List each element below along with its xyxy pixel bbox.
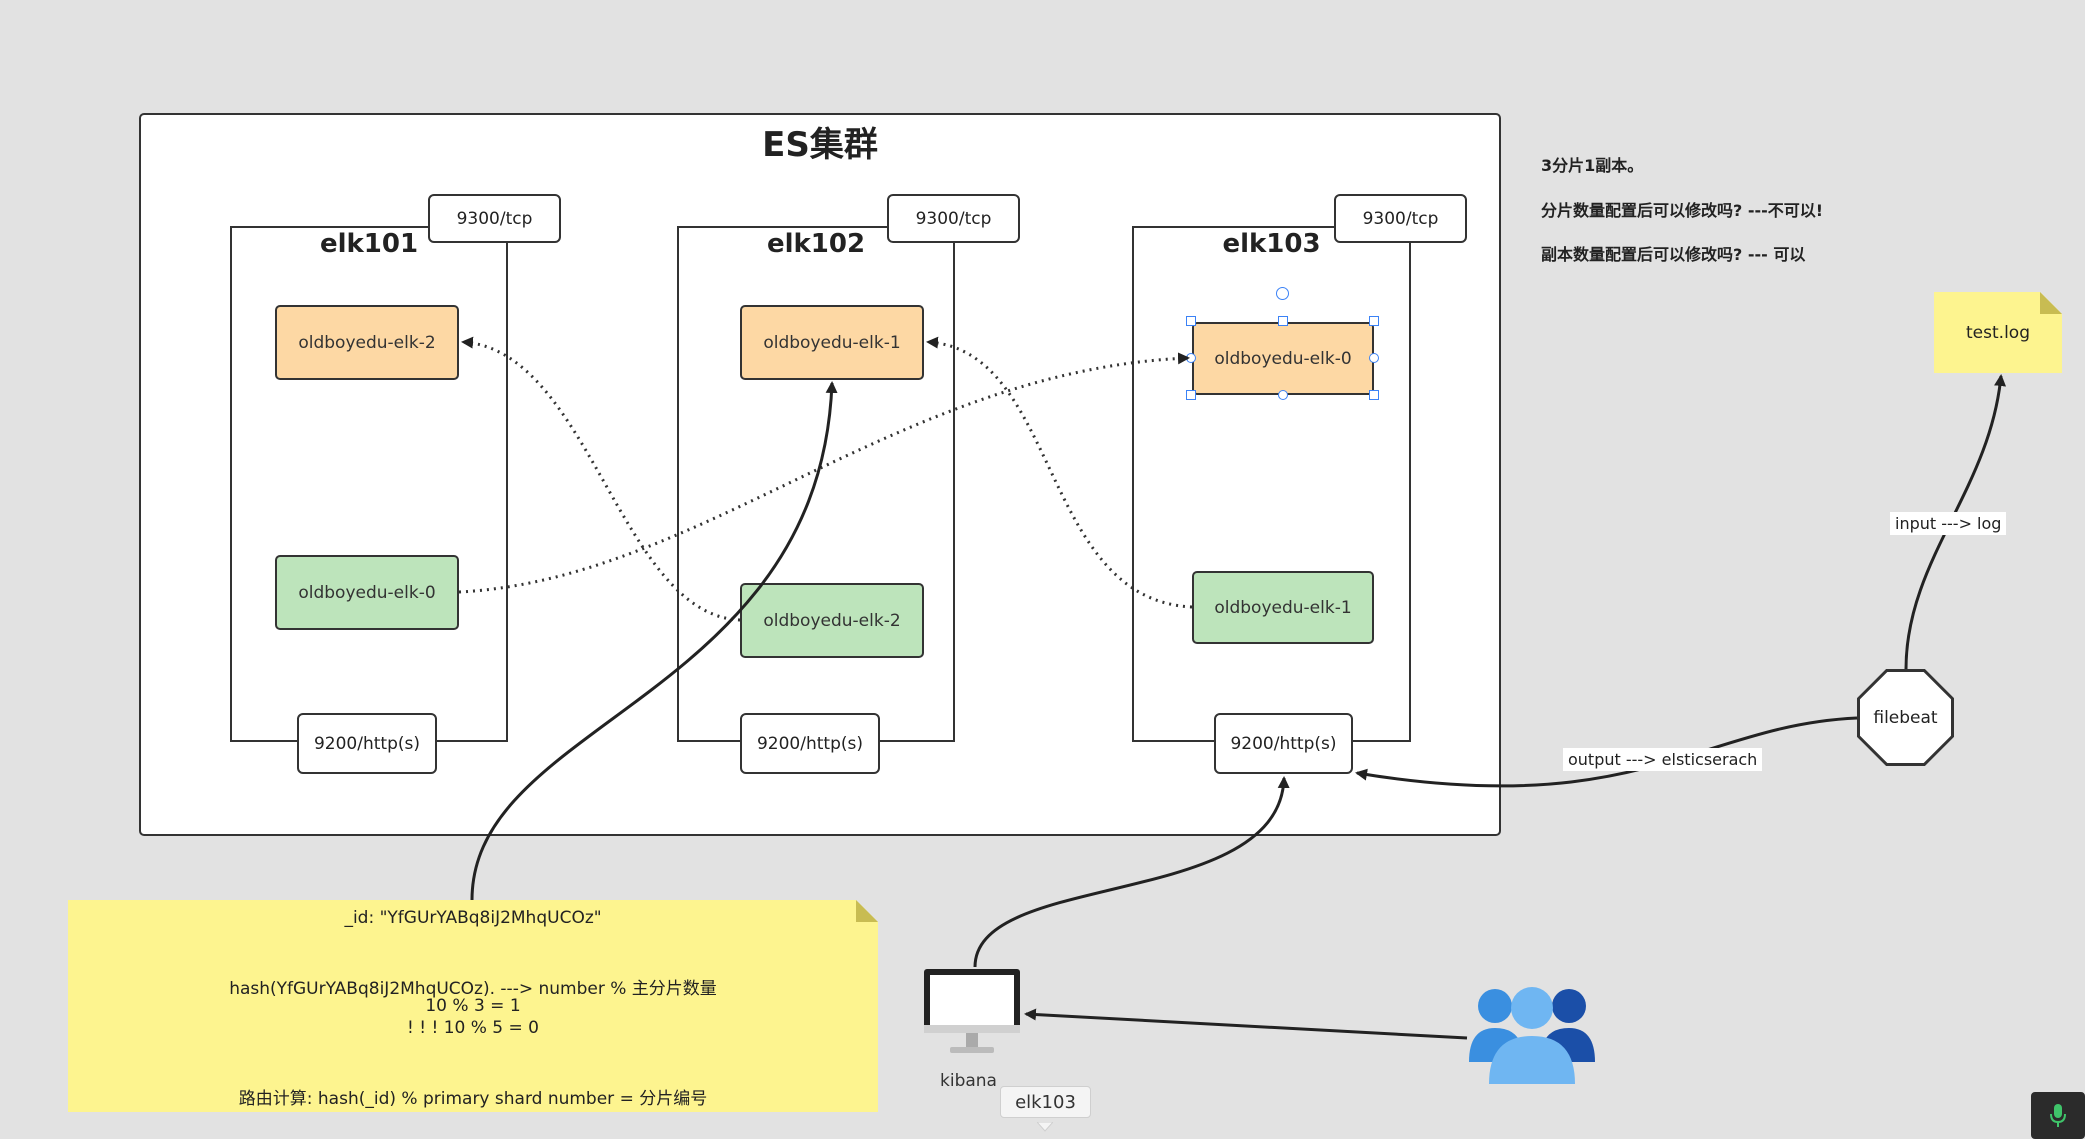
routing-id-line: _id: "YfGUrYABq8iJ2MhqUCOz" bbox=[344, 908, 602, 928]
routing-note: _id: "YfGUrYABq8iJ2MhqUCOz" hash(YfGUrYA… bbox=[68, 900, 878, 1112]
filebeat-output-label: output ---> elsticserach bbox=[1563, 748, 1763, 771]
routing-example-2: ! ! ! 10 % 5 = 0 bbox=[407, 1018, 539, 1038]
selection-handle-tl[interactable] bbox=[1186, 316, 1196, 326]
selection-handle-mr[interactable] bbox=[1369, 353, 1379, 363]
users-group-icon bbox=[1467, 984, 1597, 1086]
elk102-primary-shard: oldboyedu-elk-1 bbox=[740, 305, 924, 380]
cluster-title: ES集群 bbox=[762, 125, 878, 165]
node-elk101-transport-port: 9300/tcp bbox=[428, 194, 561, 243]
elk101-primary-shard: oldboyedu-elk-2 bbox=[275, 305, 459, 380]
node-elk101-box bbox=[230, 226, 508, 742]
node-elk101-title: elk101 bbox=[319, 229, 419, 259]
routing-example-1: 10 % 3 = 1 bbox=[425, 996, 521, 1016]
node-elk102-title: elk102 bbox=[766, 229, 866, 259]
microphone-icon bbox=[2050, 1103, 2066, 1127]
routing-hash-line: hash(YfGUrYABq8iJ2MhqUCOz). ---> number … bbox=[229, 979, 717, 999]
selection-handle-bl[interactable] bbox=[1186, 390, 1196, 400]
elk101-replica-shard: oldboyedu-elk-0 bbox=[275, 555, 459, 630]
selection-handle-ml[interactable] bbox=[1186, 353, 1196, 363]
routing-formula: 路由计算: hash(_id) % primary shard number =… bbox=[238, 1089, 708, 1109]
rotate-handle[interactable] bbox=[1276, 287, 1289, 300]
test-log-label: test.log bbox=[1966, 322, 2030, 343]
node-elk102-transport-port: 9300/tcp bbox=[887, 194, 1020, 243]
note-replica-count-modifiable: 副本数量配置后可以修改吗? --- 可以 bbox=[1541, 245, 1806, 264]
selection-handle-tr[interactable] bbox=[1369, 316, 1379, 326]
node-elk101-http-port: 9200/http(s) bbox=[297, 713, 437, 774]
users-to-kibana bbox=[1024, 1008, 1468, 1040]
selection-handle-tm[interactable] bbox=[1278, 316, 1288, 326]
test-log-fold bbox=[2040, 292, 2062, 314]
selection-handle-bm[interactable] bbox=[1278, 390, 1288, 400]
tooltip-pointer bbox=[1035, 1117, 1055, 1132]
node-elk102-box bbox=[677, 226, 955, 742]
monitor-icon bbox=[922, 967, 1022, 1059]
node-elk103-http-port: 9200/http(s) bbox=[1214, 713, 1353, 774]
note-shard-config: 3分片1副本。 bbox=[1541, 156, 1644, 175]
microphone-button[interactable] bbox=[2031, 1092, 2085, 1139]
node-elk102-http-port: 9200/http(s) bbox=[740, 713, 880, 774]
filebeat-node: filebeat bbox=[1860, 672, 1951, 763]
elk103-primary-shard[interactable]: oldboyedu-elk-0 bbox=[1192, 322, 1374, 395]
node-elk103-transport-port: 9300/tcp bbox=[1334, 194, 1467, 243]
node-elk103-box bbox=[1132, 226, 1411, 742]
filebeat-input-label: input ---> log bbox=[1890, 512, 2007, 535]
hover-tooltip: elk103 bbox=[1000, 1086, 1091, 1118]
selection-handle-br[interactable] bbox=[1369, 390, 1379, 400]
routing-note-fold bbox=[856, 900, 878, 922]
node-elk103-title: elk103 bbox=[1222, 229, 1321, 259]
elk102-replica-shard: oldboyedu-elk-2 bbox=[740, 583, 924, 658]
elk103-replica-shard: oldboyedu-elk-1 bbox=[1192, 571, 1374, 644]
kibana-label: kibana bbox=[940, 1071, 997, 1091]
note-shard-count-modifiable: 分片数量配置后可以修改吗? ---不可以! bbox=[1541, 201, 1824, 220]
